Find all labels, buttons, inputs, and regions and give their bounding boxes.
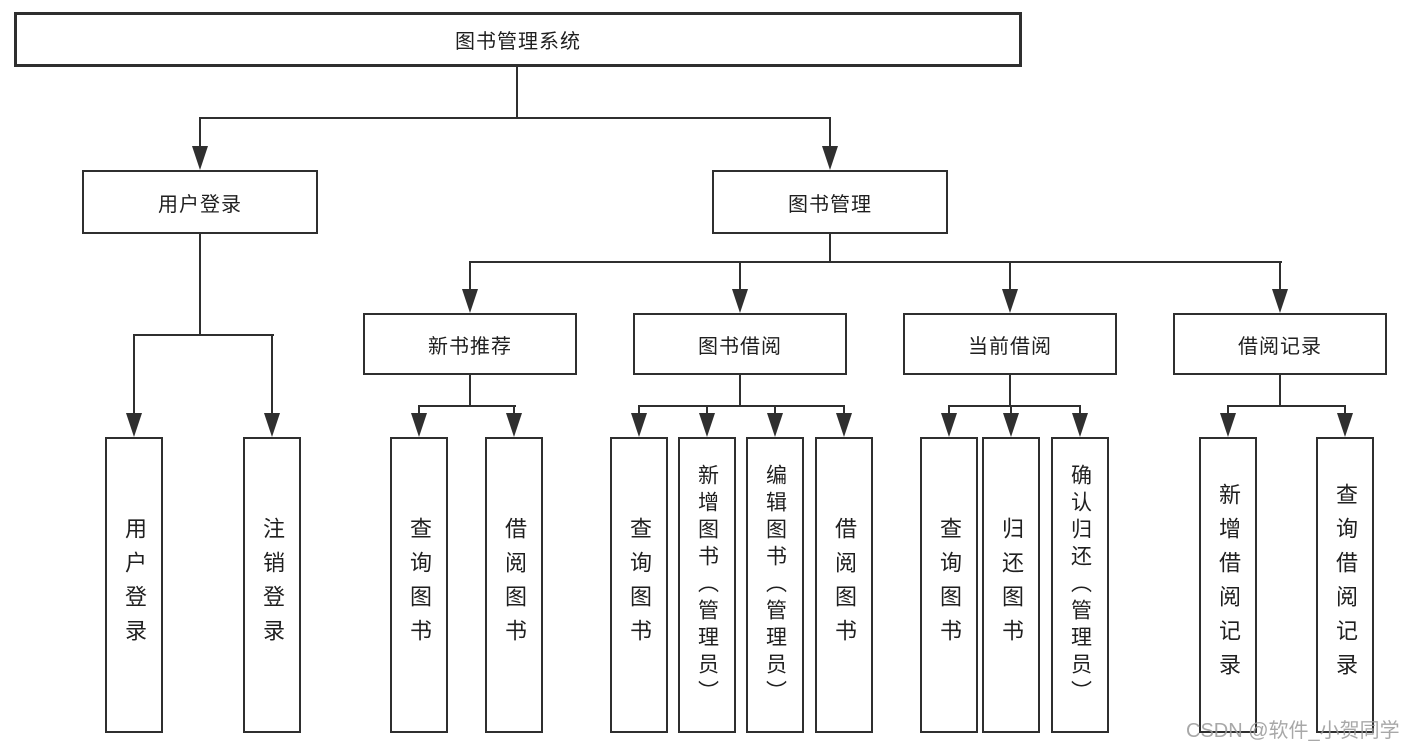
connector-line xyxy=(1227,405,1229,415)
node-book-borrowing: 图书借阅 xyxy=(633,313,847,375)
connector-line xyxy=(513,405,515,415)
connector-line xyxy=(843,405,845,415)
connector-line xyxy=(1279,261,1281,291)
connector-line xyxy=(469,261,1282,263)
arrowhead-down-icon xyxy=(126,413,142,437)
connector-line xyxy=(948,405,1081,407)
connector-line xyxy=(1009,261,1011,291)
arrowhead-down-icon xyxy=(1002,289,1018,313)
connector-line xyxy=(271,334,273,415)
leaf-add-borrow-record: 新增借阅记录 xyxy=(1199,437,1257,733)
arrowhead-down-icon xyxy=(264,413,280,437)
connector-line xyxy=(638,405,845,407)
arrowhead-down-icon xyxy=(1003,413,1019,437)
arrowhead-down-icon xyxy=(411,413,427,437)
connector-line xyxy=(1079,405,1081,415)
node-book-management: 图书管理 xyxy=(712,170,948,234)
arrowhead-down-icon xyxy=(1337,413,1353,437)
connector-line xyxy=(829,117,831,148)
node-new-book-recommend: 新书推荐 xyxy=(363,313,577,375)
connector-line xyxy=(418,405,516,407)
arrowhead-down-icon xyxy=(462,289,478,313)
arrowhead-down-icon xyxy=(732,289,748,313)
leaf-query-books-borrowing: 查询图书 xyxy=(610,437,668,733)
arrowhead-down-icon xyxy=(836,413,852,437)
connector-line xyxy=(199,234,201,336)
connector-line xyxy=(133,334,274,336)
leaf-logout: 注销登录 xyxy=(243,437,301,733)
connector-line xyxy=(739,375,741,406)
leaf-query-books-current: 查询图书 xyxy=(920,437,978,733)
connector-line xyxy=(199,117,201,148)
leaf-borrow-books: 借阅图书 xyxy=(815,437,873,733)
watermark: CSDN @软件_小贺同学 xyxy=(1186,720,1400,742)
connector-line xyxy=(1279,375,1281,406)
connector-line xyxy=(1227,405,1346,407)
leaf-confirm-return-admin: 确认归还（管理员） xyxy=(1051,437,1109,733)
leaf-user-login: 用户登录 xyxy=(105,437,163,733)
arrowhead-down-icon xyxy=(631,413,647,437)
arrowhead-down-icon xyxy=(941,413,957,437)
leaf-add-books-admin: 新增图书（管理员） xyxy=(678,437,736,733)
node-library-management-system: 图书管理系统 xyxy=(14,12,1022,67)
arrowhead-down-icon xyxy=(506,413,522,437)
connector-line xyxy=(1009,375,1011,406)
arrowhead-down-icon xyxy=(192,146,208,170)
connector-line xyxy=(1010,405,1012,415)
connector-line xyxy=(774,405,776,415)
node-borrowing-records: 借阅记录 xyxy=(1173,313,1387,375)
leaf-edit-books-admin: 编辑图书（管理员） xyxy=(746,437,804,733)
arrowhead-down-icon xyxy=(1220,413,1236,437)
connector-line xyxy=(706,405,708,415)
connector-line xyxy=(739,261,741,291)
connector-line xyxy=(948,405,950,415)
leaf-borrow-books-recommend: 借阅图书 xyxy=(485,437,543,733)
arrowhead-down-icon xyxy=(699,413,715,437)
connector-line xyxy=(829,234,831,263)
leaf-query-books-recommend: 查询图书 xyxy=(390,437,448,733)
connector-line xyxy=(1344,405,1346,415)
connector-line xyxy=(516,67,518,118)
arrowhead-down-icon xyxy=(1072,413,1088,437)
arrowhead-down-icon xyxy=(1272,289,1288,313)
node-user-login: 用户登录 xyxy=(82,170,318,234)
connector-line xyxy=(418,405,420,415)
arrowhead-down-icon xyxy=(822,146,838,170)
connector-line xyxy=(469,261,471,291)
connector-line xyxy=(469,375,471,406)
node-current-borrowing: 当前借阅 xyxy=(903,313,1117,375)
arrowhead-down-icon xyxy=(767,413,783,437)
connector-line xyxy=(199,117,831,119)
leaf-return-books: 归还图书 xyxy=(982,437,1040,733)
leaf-query-borrow-record: 查询借阅记录 xyxy=(1316,437,1374,733)
connector-line xyxy=(133,334,135,415)
connector-line xyxy=(638,405,640,415)
